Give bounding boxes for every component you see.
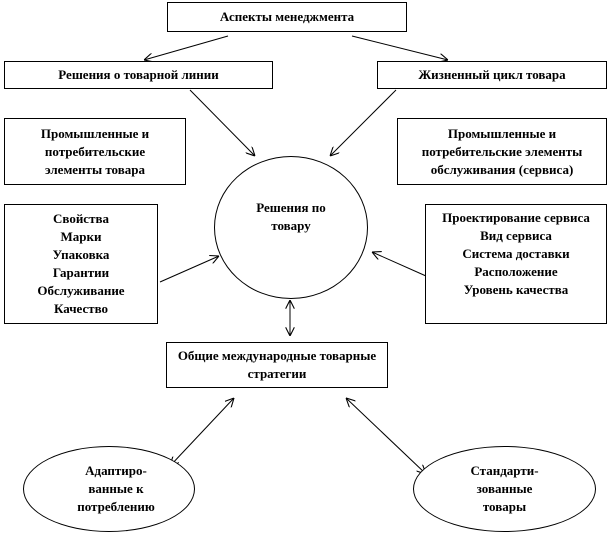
standardized-line-3: товары xyxy=(482,499,527,514)
aspects-box: Аспекты менеджмента xyxy=(167,2,407,32)
product-line-label: Решения о товарной линии xyxy=(58,67,219,82)
arrow-aspects-to-product-line xyxy=(144,35,229,60)
intl-strategies-line-1: Общие международные товарные xyxy=(177,348,377,363)
aspects-label: Аспекты менеджмента xyxy=(219,9,355,24)
product-decisions-ellipse: Решения по товару xyxy=(214,156,368,299)
service-elements-line-1: Промышленные и xyxy=(447,125,557,141)
standardized-ellipse: Стандарти- зованные товары xyxy=(413,446,596,532)
properties-item-2: Марки xyxy=(60,229,102,244)
life-cycle-label: Жизненный цикл товара xyxy=(418,67,566,82)
properties-item-3: Упаковка xyxy=(52,247,110,262)
arrow-intl-standardized-bidirectional xyxy=(346,398,426,474)
arrow-intl-adapted-bidirectional xyxy=(170,398,234,466)
arrow-service-design-to-decisions xyxy=(372,252,427,277)
standardized-line-2: зованные xyxy=(476,481,533,496)
properties-item-1: Свойства xyxy=(53,211,109,226)
properties-item-5: Обслуживание xyxy=(37,283,125,298)
service-elements-line-3: обслуживания (сервиса) xyxy=(430,161,574,177)
arrow-aspects-to-life-cycle xyxy=(351,35,448,60)
service-design-item-1: Проектирование сервиса xyxy=(442,210,590,225)
service-design-box: Проектирование сервиса Вид сервиса Систе… xyxy=(425,204,607,324)
product-elements-line-1: Промышленные и xyxy=(40,125,150,141)
arrow-product-line-to-decisions xyxy=(189,89,255,156)
life-cycle-box: Жизненный цикл товара xyxy=(377,61,607,89)
service-elements-box: Промышленные и потребительские элементы … xyxy=(397,118,607,185)
service-elements-line-2: потребительские элементы xyxy=(421,143,583,159)
properties-box: Свойства Марки Упаковка Гарантии Обслужи… xyxy=(4,204,158,324)
product-elements-line-2: потребительские xyxy=(44,143,146,159)
service-design-item-5: Уровень качества xyxy=(463,282,569,297)
adapted-line-2: ванные к xyxy=(88,481,144,496)
arrow-life-cycle-to-decisions xyxy=(330,89,397,156)
properties-item-6: Качество xyxy=(53,301,109,316)
product-line-box: Решения о товарной линии xyxy=(4,61,273,89)
product-decisions-line-1: Решения по xyxy=(256,200,326,215)
intl-strategies-line-2: стратегии xyxy=(247,366,307,381)
adapted-line-1: Адаптиро- xyxy=(85,463,147,478)
adapted-ellipse: Адаптиро- ванные к потреблению xyxy=(23,446,195,532)
product-elements-box: Промышленные и потребительские элементы … xyxy=(4,118,186,185)
service-design-item-2: Вид сервиса xyxy=(480,228,552,243)
product-elements-line-3: элементы товара xyxy=(45,161,145,177)
arrow-properties-to-decisions xyxy=(159,256,219,283)
service-design-item-4: Расположение xyxy=(474,264,558,279)
standardized-line-1: Стандарти- xyxy=(470,463,539,478)
intl-strategies-box: Общие международные товарные стратегии xyxy=(166,342,388,388)
product-decisions-line-2: товару xyxy=(271,218,311,233)
service-design-item-3: Система доставки xyxy=(462,246,570,261)
adapted-line-3: потреблению xyxy=(77,499,155,514)
properties-item-4: Гарантии xyxy=(52,265,110,280)
